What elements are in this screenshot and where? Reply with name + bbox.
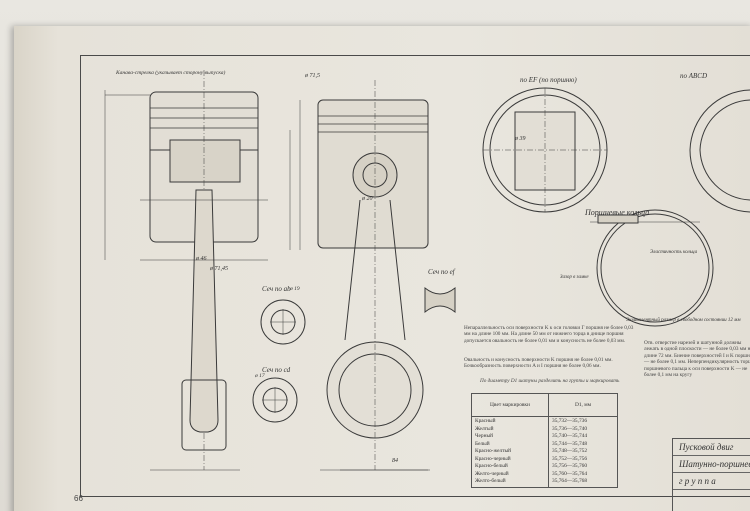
table-header-color: Цвет маркировки xyxy=(471,393,549,417)
table-cell: Красно-черный xyxy=(475,455,511,462)
section-ab-title: Сеч по ab xyxy=(262,285,291,293)
note-paragraph-3: По диаметру D1 шатуны разделить на групп… xyxy=(480,378,620,384)
note-right: Отв. отверстие нарезей и шатунной должны… xyxy=(644,340,750,379)
section-ef xyxy=(424,286,456,314)
dim-label: ø 19 xyxy=(290,286,300,292)
table-cell: Красно-белый xyxy=(475,463,508,469)
dim-label: ø 71,45 xyxy=(210,266,228,272)
title-block: Пусковой двиг Шатунно-поршнево г р у п п… xyxy=(672,438,750,511)
dim-label: ø 46 xyxy=(196,256,207,262)
note-paragraph-1: Непараллельность оси поверхности K к оси… xyxy=(464,325,634,344)
table-cell: 35,752—35,756 xyxy=(552,455,588,462)
table-cell: Черный xyxy=(475,433,493,439)
title-block-line: Пусковой двиг xyxy=(673,439,750,456)
table-header-diameter: D1, мм xyxy=(548,393,618,417)
table-cell: 35,760—35,764 xyxy=(552,470,588,477)
table-cell: 35,764—35,768 xyxy=(552,478,588,484)
section-cd-title: Сеч по cd xyxy=(262,366,291,374)
title-block-line: г р у п п а xyxy=(673,473,750,490)
page-number: 66 xyxy=(74,494,83,503)
table-cell: Красно-желтый xyxy=(475,448,512,454)
drawing-frame xyxy=(80,55,750,497)
note-paragraph-2: Овальность и конусность поверхности K по… xyxy=(464,357,613,370)
table-cell: Красный xyxy=(475,418,496,424)
ring-note: Зазор в замке xyxy=(560,275,589,280)
dim-label: ø 39 xyxy=(515,136,526,142)
rings-title: Поршневые кольца xyxy=(585,208,650,217)
marking-table: Цвет маркировки D1, мм Красный Желтый Че… xyxy=(471,393,618,488)
ring-note: Эквивалентный размер в свободном состоян… xyxy=(626,318,741,323)
view-ef xyxy=(482,87,608,213)
table-cell: 35,732—35,736 xyxy=(552,418,588,424)
dim-label: ø 71,5 xyxy=(305,73,320,79)
piston-assembly-side xyxy=(289,80,429,471)
top-callout: Канава-стрелка (указывает сторону выпуск… xyxy=(116,70,226,76)
section-cd xyxy=(252,377,298,423)
dim-label: ø 20 xyxy=(362,196,373,202)
table-cell: 35,744—35,748 xyxy=(552,440,588,447)
view-abcd xyxy=(689,89,750,213)
table-values-cell: 35,732—35,736 35,736—35,740 35,740—35,74… xyxy=(548,416,618,488)
table-cell: 35,740—35,744 xyxy=(552,433,588,439)
dim-label: 84 xyxy=(392,458,398,464)
view-abcd-title: по ABCD xyxy=(680,72,708,80)
table-names-cell: Красный Желтый Черный Белый Красно-желты… xyxy=(471,416,549,488)
view-ef-title: по EF (по поршню) xyxy=(520,76,577,84)
table-cell: Желто-черный xyxy=(475,470,509,477)
dim-label: ø 17 xyxy=(255,373,265,379)
table-cell: Желтый xyxy=(475,425,494,432)
table-cell: 35,756—35,760 xyxy=(552,463,588,469)
table-cell: Белый xyxy=(475,440,490,447)
ring-note: Эластичность кольца xyxy=(650,250,698,255)
title-block-line: Шатунно-поршнево xyxy=(673,456,750,473)
table-cell: 35,736—35,740 xyxy=(552,425,588,432)
piston-ring-drawing xyxy=(590,209,714,327)
piston-assembly-front xyxy=(104,70,268,470)
table-cell: 35,748—35,752 xyxy=(552,448,588,454)
section-ef-title: Сеч по ef xyxy=(428,268,455,276)
table-cell: Желто-белый xyxy=(475,478,506,484)
section-ab xyxy=(260,299,306,345)
